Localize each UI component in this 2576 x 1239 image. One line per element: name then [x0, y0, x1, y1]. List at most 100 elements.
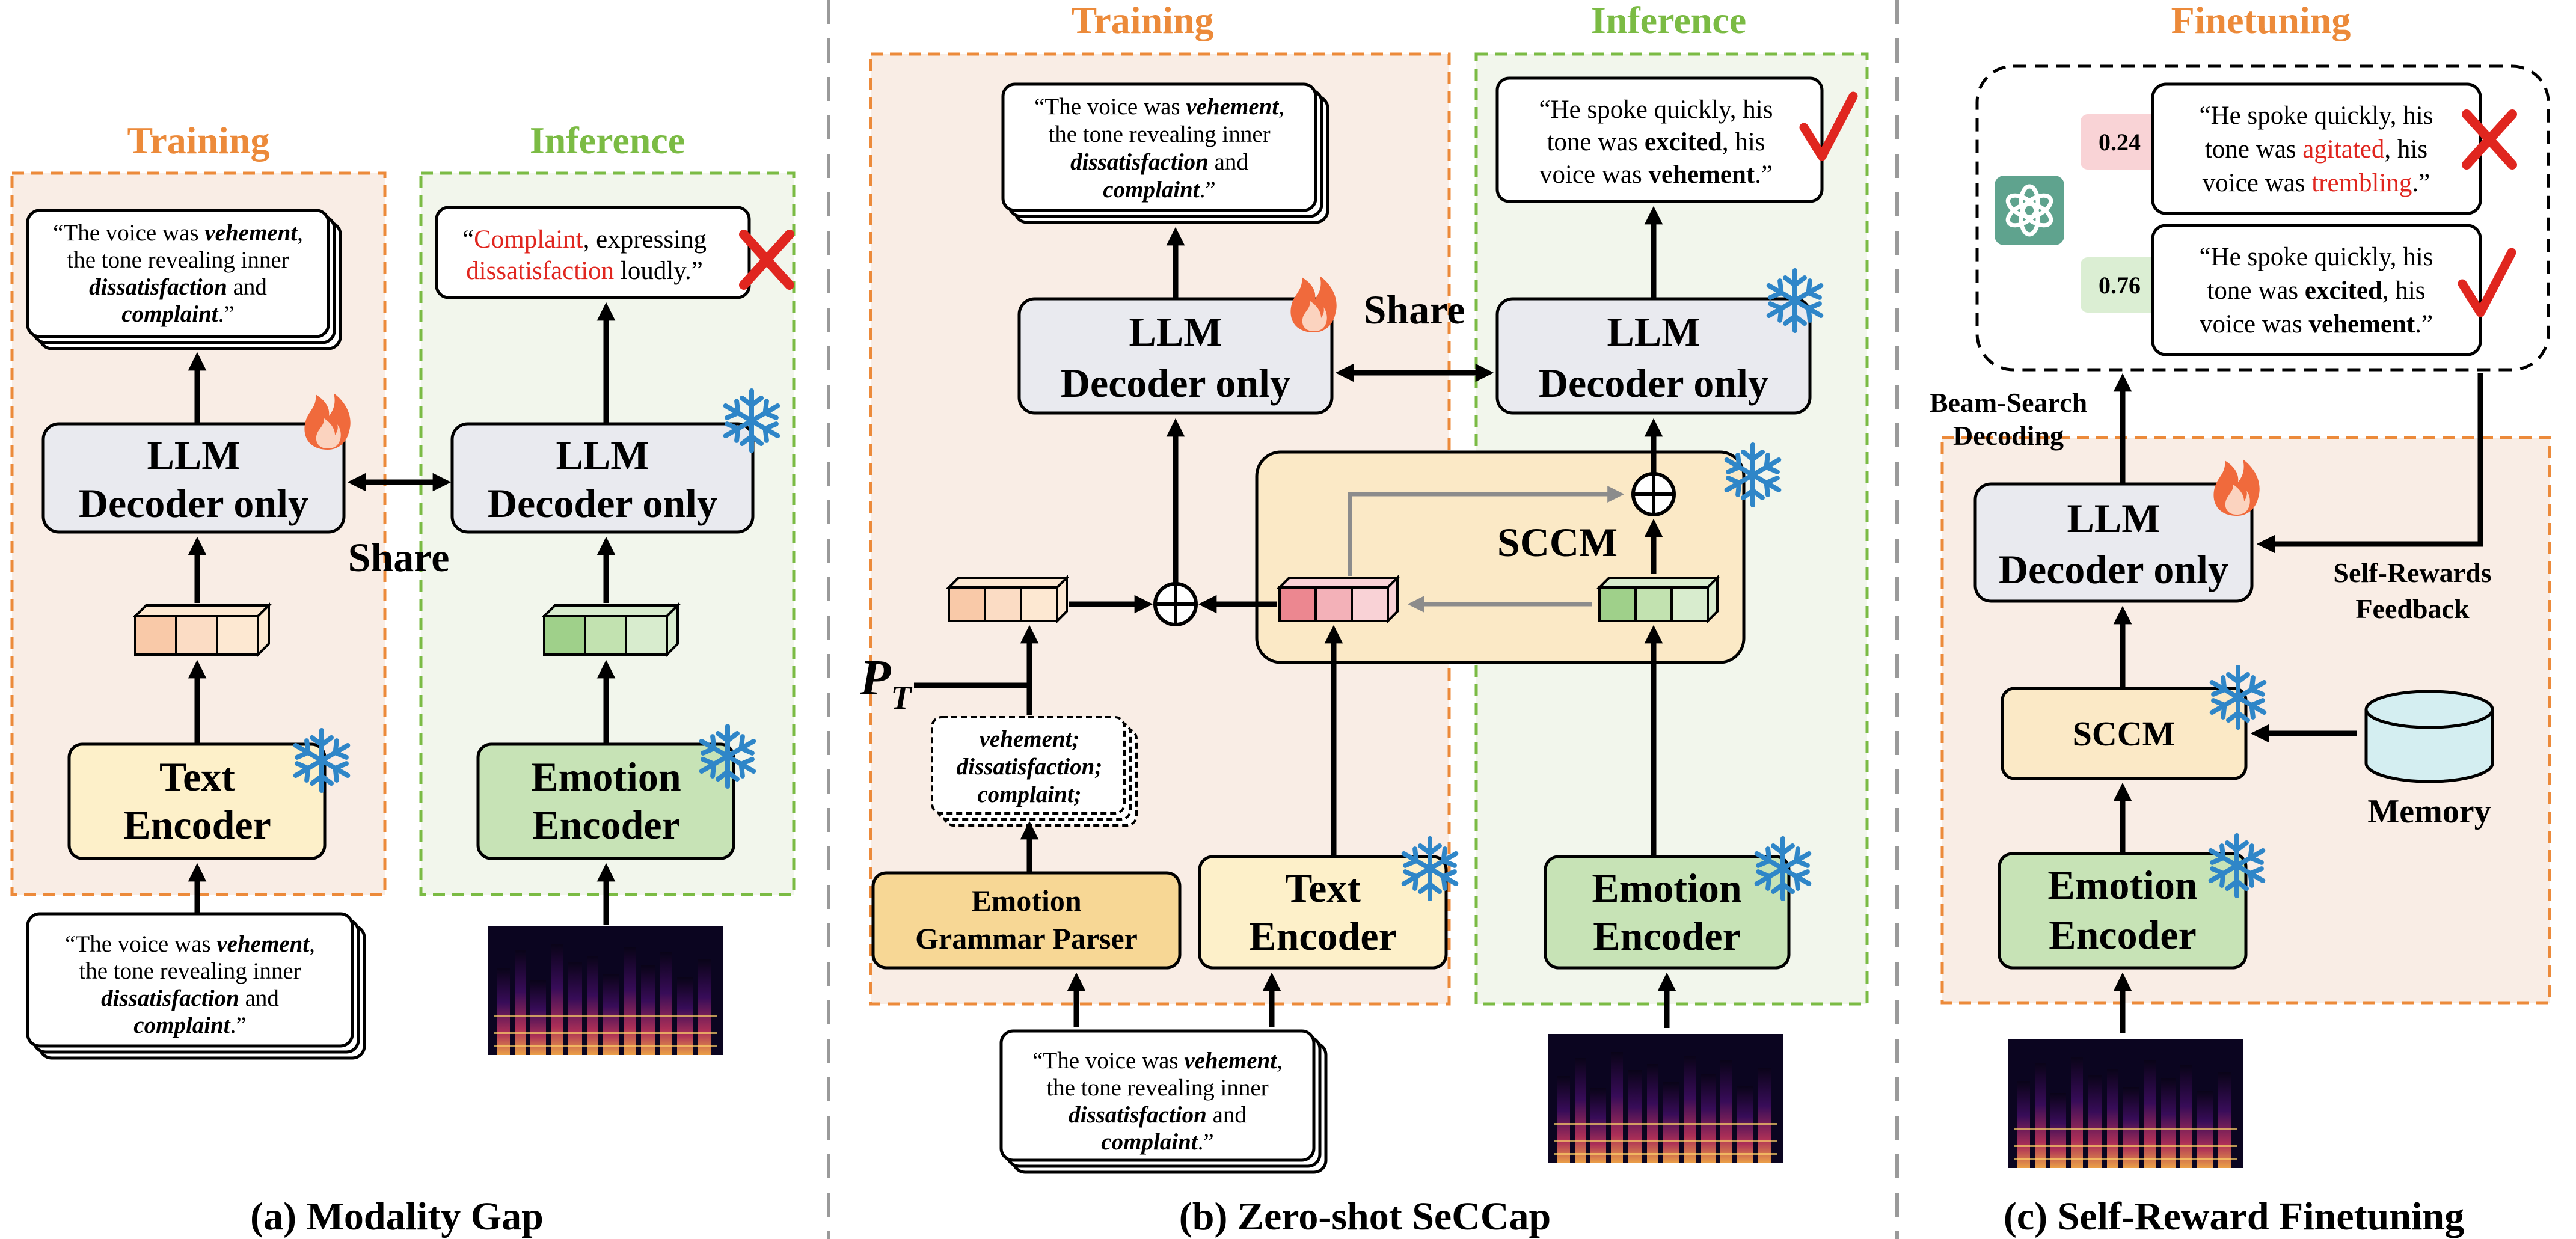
svg-text:voice was vehement.”: voice was vehement.” [1539, 161, 1773, 189]
b-grammar-parser-box [871, 871, 1182, 970]
c-llm-box [1973, 482, 2254, 603]
svg-text:Encoder: Encoder [1593, 913, 1741, 959]
c-score-chip [2081, 257, 2159, 313]
a-input-caption-card: “The voice was vehement, the tone reveal… [26, 912, 366, 1060]
c-candidate-card-wrong: “He spoke quickly, his tone was agitated… [2151, 82, 2482, 215]
svg-text:“Complaint, expressing: “Complaint, expressing [462, 225, 707, 254]
svg-text:SCCM: SCCM [2073, 714, 2176, 753]
b-keyword-stack: vehement; dissatisfaction; complaint; [931, 716, 1138, 827]
a-training-llm-box [41, 422, 346, 534]
c-candidate-card-correct: “He spoke quickly, his tone was excited,… [2151, 224, 2482, 356]
c-feedback-label: Self-Rewards [2333, 557, 2491, 588]
b-inference-heading: Inference [1591, 0, 1746, 41]
c-spectrogram-image [2007, 1038, 2244, 1169]
svg-text:Text: Text [1285, 865, 1361, 911]
b-share-label: Share [1364, 287, 1465, 332]
svg-text:voice was vehement.”: voice was vehement.” [2200, 310, 2433, 338]
svg-text:LLM: LLM [1129, 309, 1222, 355]
svg-text:Emotion: Emotion [531, 754, 681, 800]
svg-text:Emotion: Emotion [971, 884, 1082, 917]
svg-text:complaint.”: complaint.” [1103, 177, 1215, 203]
c-memory-label: Memory [2367, 793, 2491, 830]
b-residual-arrow [1348, 486, 1625, 576]
a-inference-llm-box [450, 422, 755, 534]
a-training-llm-label: LLM [147, 432, 241, 478]
svg-text:Grammar Parser: Grammar Parser [915, 922, 1138, 955]
svg-text:Feedback: Feedback [2355, 593, 2470, 624]
svg-text:complaint;: complaint; [977, 782, 1081, 807]
c-score-chip [2081, 114, 2159, 170]
svg-text:dissatisfaction and: dissatisfaction and [1069, 1102, 1247, 1128]
svg-text:“The voice was vehement,: “The voice was vehement, [1032, 1048, 1283, 1074]
a-training-heading: Training [127, 119, 269, 162]
svg-text:complaint.”: complaint.” [133, 1012, 246, 1038]
panel-a-modality-gap: Training Inference “The voice was veheme… [10, 119, 796, 1238]
b-text-embedding-vector [1277, 575, 1400, 624]
svg-text:complaint.”: complaint.” [1101, 1129, 1213, 1155]
svg-text:Decoder only: Decoder only [488, 480, 717, 526]
b-training-heading: Training [1071, 0, 1213, 41]
svg-text:Encoder: Encoder [2049, 912, 2197, 958]
b-spectrogram-image [1547, 1033, 1784, 1164]
b-training-llm-box [1017, 297, 1334, 415]
b-emotion-embedding-vector [1596, 575, 1720, 624]
panel-c-self-reward-finetuning: Finetuning 0.24 0.76 “He spoke quickly, … [1930, 0, 2551, 1238]
svg-text:Encoder: Encoder [532, 802, 680, 848]
svg-text:Decoder only: Decoder only [1539, 360, 1768, 406]
b-add-symbol [1631, 472, 1676, 516]
svg-text:Encoder: Encoder [123, 802, 271, 848]
c-sccm-box [2001, 687, 2248, 780]
svg-text:“He spoke quickly, his: “He spoke quickly, his [2200, 102, 2433, 130]
a-training-caption-card: “The voice was vehement, the tone reveal… [26, 209, 342, 350]
a-inference-output-card: “Complaint, expressing dissatisfaction l… [435, 206, 751, 299]
b-pt-label: PT [859, 650, 913, 717]
a-share-label: Share [348, 534, 450, 580]
b-emotion-encoder-box [1544, 855, 1791, 970]
b-training-caption-card: “The voice was vehement, the tone reveal… [1001, 82, 1329, 224]
b-text-encoder-box [1198, 855, 1448, 970]
svg-text:complaint.”: complaint.” [121, 301, 234, 327]
svg-text:“He spoke quickly, his: “He spoke quickly, his [2200, 243, 2433, 271]
svg-text:“The voice was vehement,: “The voice was vehement, [65, 931, 315, 957]
a-text-encoder-box [67, 742, 327, 860]
svg-text:the tone revealing inner: the tone revealing inner [1046, 1075, 1268, 1101]
svg-text:0.24: 0.24 [2099, 129, 2141, 156]
svg-text:tone was excited, his: tone was excited, his [2207, 277, 2425, 305]
a-text-embedding-vector [132, 602, 272, 658]
svg-text:Encoder: Encoder [1249, 913, 1397, 959]
b-inference-output-card: “He spoke quickly, his tone was excited,… [1495, 76, 1824, 203]
svg-text:Decoding: Decoding [1953, 420, 2064, 451]
svg-text:“He spoke quickly, his: “He spoke quickly, his [1539, 96, 1773, 124]
b-add-symbol [1153, 582, 1198, 626]
svg-text:the tone revealing inner: the tone revealing inner [79, 958, 301, 984]
svg-text:Decoder only: Decoder only [79, 480, 308, 526]
svg-text:dissatisfaction and: dissatisfaction and [89, 274, 267, 300]
svg-text:Decoder only: Decoder only [1999, 546, 2228, 592]
panel-b-zero-shot-seccap: Training Inference “The voice was veheme… [859, 0, 1869, 1238]
b-input-caption-card: “The voice was vehement, the tone reveal… [999, 1029, 1328, 1174]
a-spectrogram-image [487, 925, 724, 1056]
c-openai-logo-icon [1995, 176, 2064, 245]
b-keyword-embedding-vector [946, 575, 1070, 624]
svg-text:dissatisfaction loudly.”: dissatisfaction loudly.” [466, 257, 703, 285]
svg-text:vehement;: vehement; [980, 726, 1080, 752]
svg-text:dissatisfaction and: dissatisfaction and [1070, 149, 1248, 175]
svg-text:voice was trembling.”: voice was trembling.” [2203, 169, 2430, 197]
b-sccm-label: SCCM [1497, 519, 1618, 565]
svg-text:tone was excited, his: tone was excited, his [1547, 128, 1765, 156]
c-feedback-arrow [2256, 373, 2483, 554]
c-database-icon [2364, 690, 2494, 783]
b-caption: (b) Zero-shot SeCCap [1179, 1195, 1551, 1238]
svg-text:“The voice was vehement,: “The voice was vehement, [53, 220, 303, 246]
a-inference-llm-label: LLM [556, 432, 649, 478]
svg-text:0.76: 0.76 [2099, 272, 2141, 299]
svg-text:“The voice was vehement,: “The voice was vehement, [1034, 94, 1284, 120]
svg-text:the tone revealing inner: the tone revealing inner [1048, 121, 1270, 147]
svg-text:LLM: LLM [2067, 495, 2160, 541]
svg-text:Decoder only: Decoder only [1061, 360, 1290, 406]
svg-text:Emotion: Emotion [1592, 865, 1741, 911]
c-emotion-encoder-box [1998, 852, 2248, 970]
svg-text:dissatisfaction;: dissatisfaction; [957, 754, 1103, 780]
a-emotion-encoder-box [476, 742, 735, 860]
